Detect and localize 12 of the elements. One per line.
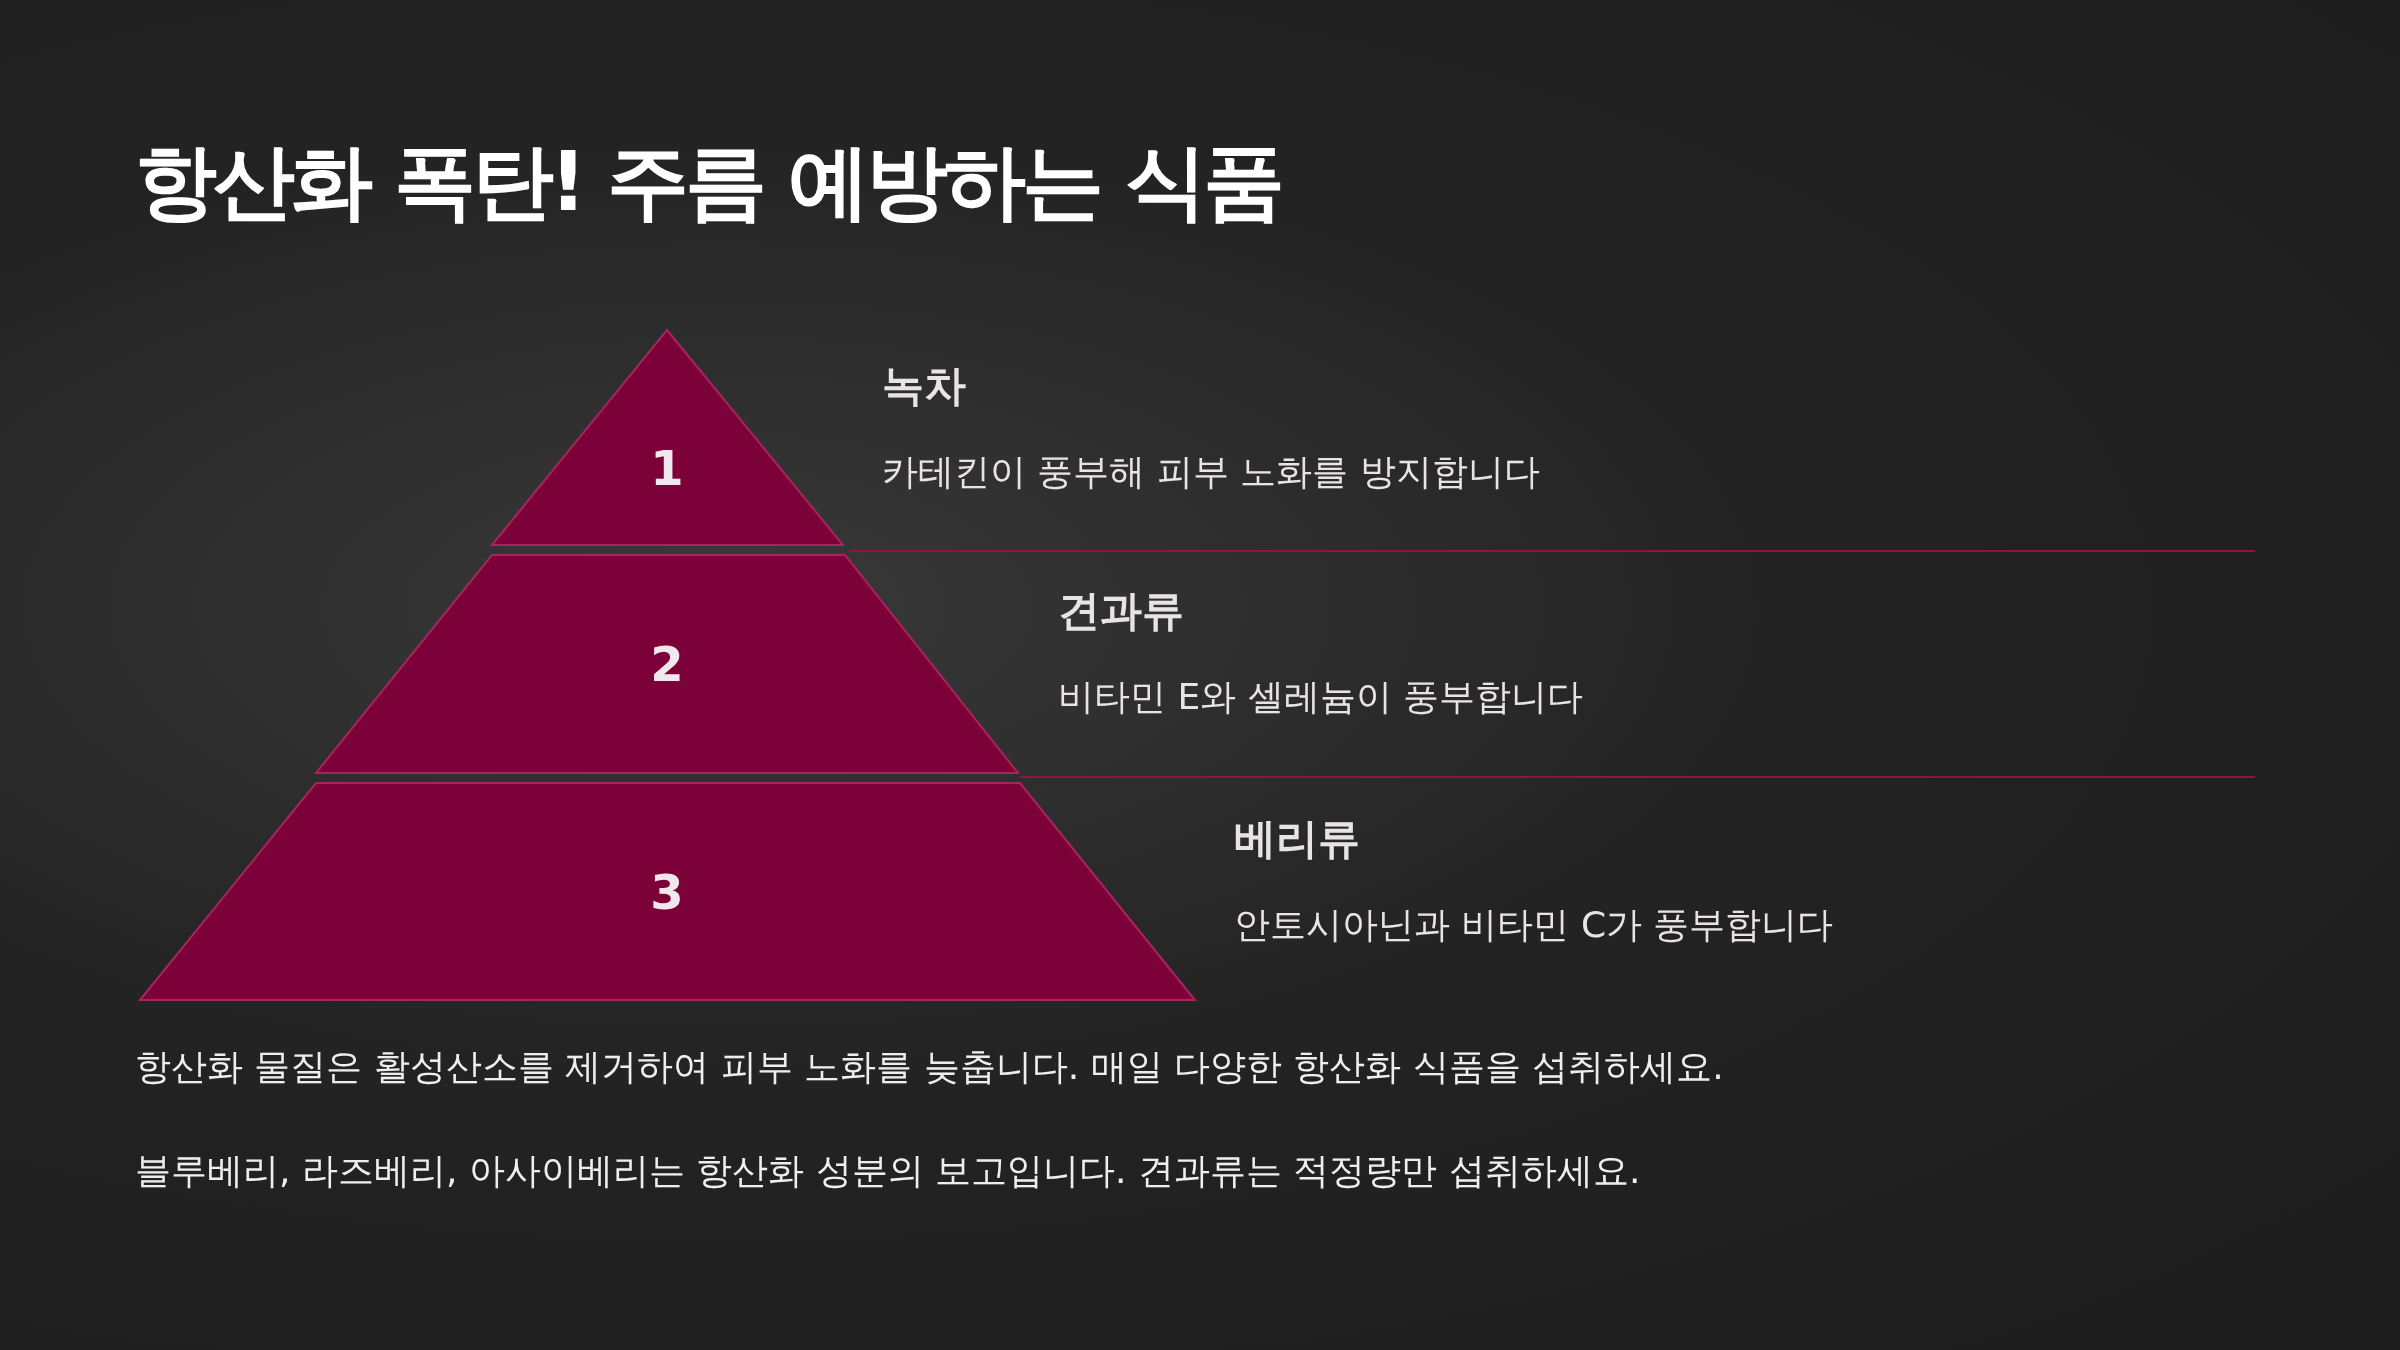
tier-heading: 견과류 xyxy=(1058,585,1184,637)
tier-number: 1 xyxy=(650,439,684,496)
tier-description: 카테킨이 풍부해 피부 노화를 방지합니다 xyxy=(882,450,1540,494)
tier-description: 안토시아닌과 비타민 C가 풍부합니다 xyxy=(1234,903,1834,947)
tier-description: 비타민 E와 셀레늄이 풍부합니다 xyxy=(1058,675,1584,719)
tier-number: 2 xyxy=(650,636,684,692)
tier-heading: 베리류 xyxy=(1234,813,1360,865)
note-text: 블루베리, 라즈베리, 아사이베리는 항산화 성분의 보고입니다. 견과류는 적정량만 섭취하세요. xyxy=(135,1149,1641,1193)
tier-number: 3 xyxy=(650,863,684,920)
note-text: 항산화 물질은 활성산소를 제거하여 피부 노화를 늦춥니다. 매일 다양한 항산화 식품을 섭취하세요. xyxy=(135,1045,1724,1089)
slide-title: 항산화 폭탄! 주름 예방하는 식품 xyxy=(135,133,1281,231)
tier-heading: 녹차 xyxy=(882,360,966,412)
